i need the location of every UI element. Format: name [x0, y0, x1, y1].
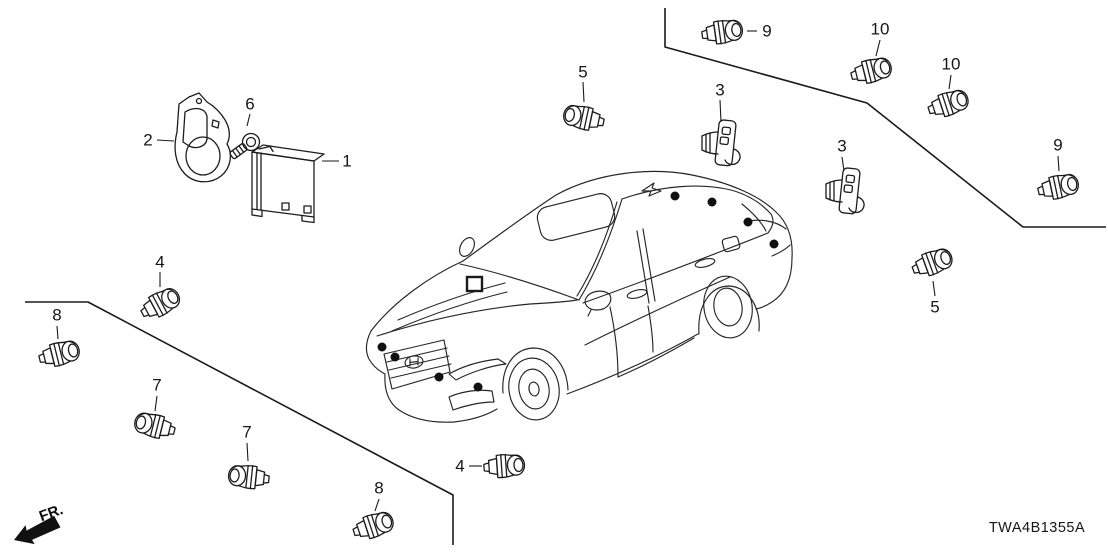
- parking-sensor-control-unit-part: [251, 144, 325, 224]
- leader-line: [948, 74, 952, 90]
- part-callout-10: 10: [848, 20, 895, 88]
- fr-arrow-icon: [14, 515, 61, 545]
- parking-sensor-part: [701, 118, 741, 167]
- parking-sensor-part: [560, 101, 607, 135]
- leader-line: [1057, 155, 1060, 172]
- car-illustration: [365, 170, 793, 423]
- part-number-label: 7: [242, 423, 251, 442]
- windshield-module: [465, 275, 484, 293]
- leader-line: [374, 498, 380, 512]
- part-callout-8: 8: [349, 479, 397, 544]
- leader-line: [582, 81, 585, 103]
- part-callout-1: 1: [251, 144, 352, 224]
- parking-sensor-part: [131, 409, 178, 443]
- part-callout-2: 2: [143, 92, 232, 183]
- part-callout-6: 6: [228, 95, 261, 160]
- boundary-line: [664, 8, 1106, 228]
- part-callout-8: 8: [36, 306, 83, 371]
- leader-line: [875, 39, 881, 57]
- part-number-label: 3: [837, 137, 846, 156]
- leader-line: [932, 280, 936, 297]
- part-number-label: 4: [155, 253, 164, 272]
- part-callout-4: 4: [136, 253, 185, 325]
- leader-line: [719, 99, 722, 123]
- parking-sensor-part: [136, 283, 185, 325]
- part-number-label: 8: [374, 479, 383, 498]
- parking-sensor-part: [36, 337, 83, 371]
- part-number-label: 7: [152, 376, 161, 395]
- part-callout-3: 3: [825, 137, 865, 215]
- parking-sensor-part: [349, 508, 397, 544]
- parking-sensor-part: [848, 54, 895, 88]
- part-number-label: 10: [942, 55, 961, 74]
- parking-sensor-part: [1035, 170, 1082, 204]
- part-callout-7: 7: [226, 423, 271, 492]
- leader-line: [56, 325, 59, 340]
- part-number-label: 6: [245, 95, 254, 114]
- part-number-label: 4: [455, 457, 464, 476]
- parking-sensor-part: [908, 244, 956, 282]
- fr-label: FR.: [37, 501, 66, 525]
- sensor-bracket-part: [174, 92, 232, 183]
- part-number-label: 5: [930, 298, 939, 317]
- part-code: TWA4B1355A: [989, 520, 1085, 536]
- part-callout-4: 4: [455, 452, 526, 480]
- part-number-label: 2: [143, 131, 152, 150]
- part-callout-5: 5: [908, 244, 956, 317]
- part-number-label: 1: [342, 152, 351, 171]
- leader-line: [246, 113, 251, 127]
- part-callout-7: 7: [131, 376, 178, 443]
- mount-bolt-part: [228, 132, 261, 160]
- part-number-label: 10: [871, 20, 890, 39]
- leader-line: [156, 139, 175, 142]
- parking-sensor-part: [825, 166, 865, 215]
- part-callout-5: 5: [560, 63, 607, 135]
- fr-direction-arrow: FR.: [14, 501, 66, 545]
- parking-sensor-part: [482, 452, 526, 480]
- leader-line: [246, 442, 249, 462]
- parking-sensor-part: [226, 462, 271, 492]
- parking-sensor-part: [924, 86, 972, 122]
- leader-line: [154, 395, 158, 412]
- part-number-label: 9: [762, 22, 771, 41]
- parking-sensor-part: [699, 17, 745, 47]
- part-number-label: 3: [715, 81, 724, 100]
- part-number-label: 8: [52, 306, 61, 325]
- sensor-position-dots: [377, 191, 779, 392]
- part-number-label: 9: [1053, 136, 1062, 155]
- part-callout-10: 10: [924, 55, 972, 122]
- part-callout-9: 9: [699, 17, 772, 47]
- leader-line: [841, 156, 845, 172]
- part-callout-9: 9: [1035, 136, 1082, 204]
- part-number-label: 5: [578, 63, 587, 82]
- part-callout-3: 3: [701, 81, 741, 167]
- boundary-line: [25, 301, 454, 545]
